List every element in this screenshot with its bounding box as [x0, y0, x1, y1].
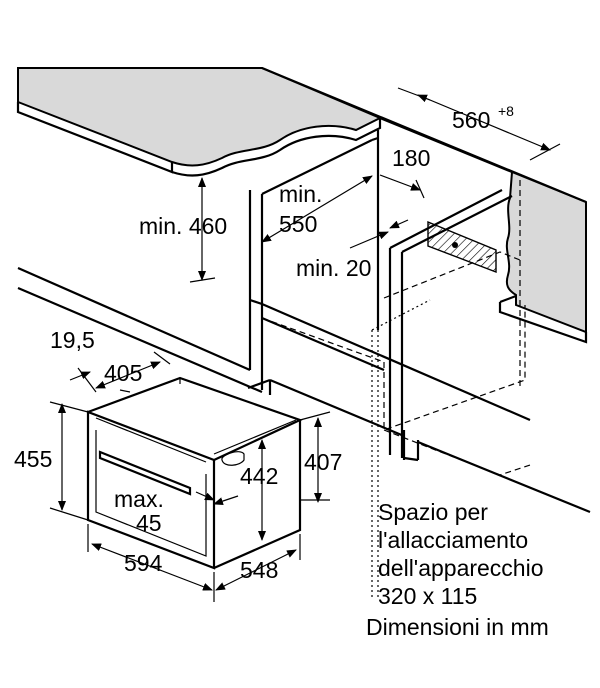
label-min-550-line1: min. [279, 181, 322, 207]
label-407: 407 [304, 449, 342, 475]
label-niche-width: 560 [452, 107, 490, 133]
note-line-3: dell'apparecchio [378, 555, 544, 581]
countertop-left [16, 67, 383, 177]
dimension-lines [49, 87, 561, 602]
label-niche-width-tolerance: +8 [498, 103, 514, 119]
connection-area-hatch [427, 220, 497, 274]
label-min-20: min. 20 [296, 255, 371, 281]
label-max-45-line1: max. [114, 486, 164, 512]
dashed-oven-outline [261, 180, 531, 600]
label-min-460: min. 460 [139, 213, 227, 239]
label-455: 455 [14, 446, 52, 472]
floor-lines [17, 266, 591, 514]
right-cabinet [388, 189, 513, 462]
label-442: 442 [240, 463, 278, 489]
note-line-5: Dimensioni in mm [366, 614, 549, 640]
label-548: 548 [240, 557, 278, 583]
countertop-right [498, 170, 588, 344]
note-line-4: 320 x 115 [378, 583, 477, 609]
note-line-1: Spazio per [378, 499, 488, 525]
label-180: 180 [392, 145, 430, 171]
label-min-550-line2: 550 [279, 211, 317, 237]
label-max-45-line2: 45 [136, 510, 162, 536]
label-594: 594 [124, 550, 163, 576]
oven [86, 376, 303, 570]
note-line-2: l'allacciamento [378, 527, 528, 553]
label-405: 405 [104, 360, 142, 386]
label-19-5: 19,5 [50, 327, 95, 353]
